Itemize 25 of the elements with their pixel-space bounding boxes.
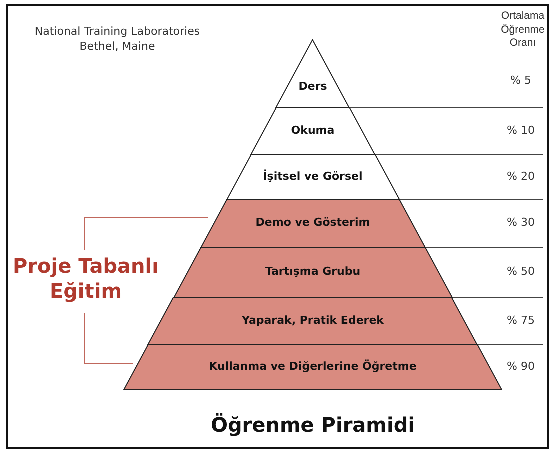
source-note: National Training Laboratories Bethel, Maine [34, 25, 202, 55]
pyramid-layer [148, 298, 478, 345]
pyramid-layer [200, 200, 426, 248]
column-header: Ortalama Öğrenme Oranı [500, 10, 546, 51]
group-label: Proje Tabanlı Eğitim [12, 254, 160, 304]
learning-rate: % 90 [506, 360, 536, 372]
learning-rate: % 20 [506, 170, 536, 182]
pyramid-layer [276, 40, 350, 108]
layer-label: Demo ve Gösterim [254, 216, 372, 229]
layer-label: Ders [298, 80, 328, 93]
pyramid-layer [174, 248, 452, 298]
learning-rate: % 30 [506, 216, 536, 229]
layer-label: Kullanma ve Diğerlerine Öğretme [208, 360, 418, 372]
layer-label: Okuma [290, 124, 336, 136]
pyramid-layer [250, 108, 376, 155]
learning-rate: % 50 [506, 265, 536, 278]
learning-rate: % 75 [506, 314, 536, 326]
learning-rate: % 5 [510, 74, 532, 87]
layer-label: Yaparak, Pratik Ederek [241, 314, 385, 326]
layer-label: Tartışma Grubu [264, 265, 362, 278]
learning-rate: % 10 [506, 124, 536, 136]
pyramid-layer [226, 155, 400, 200]
pyramid-layer [124, 345, 502, 390]
diagram-title: Öğrenme Piramidi [210, 413, 416, 437]
layer-label: İşitsel ve Görsel [262, 170, 364, 182]
